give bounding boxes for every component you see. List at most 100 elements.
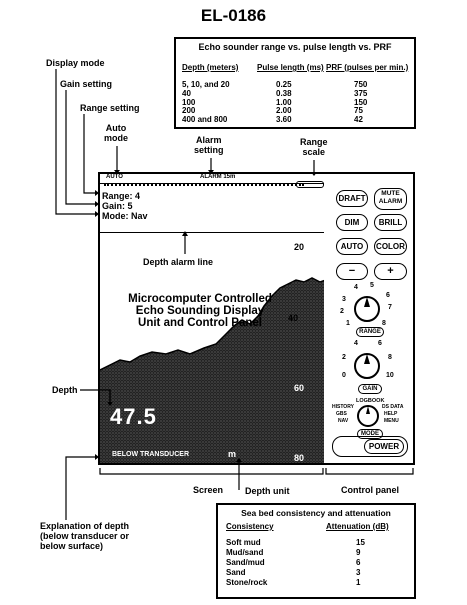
mode-history: HISTORY <box>332 404 354 410</box>
range-knob-1: 1 <box>346 320 350 327</box>
range-knob-2: 2 <box>340 308 344 315</box>
prf-cell: 200 <box>182 106 196 116</box>
dim-button[interactable]: DIM <box>336 214 368 231</box>
label-explanation: Explanation of depth (below transducer o… <box>40 521 130 551</box>
seabed-cell: 15 <box>356 538 365 547</box>
gain-knob[interactable] <box>353 352 381 380</box>
seabed-cell: 3 <box>356 568 361 577</box>
depth-readout: 47.5 <box>110 404 157 429</box>
prf-cell: 375 <box>354 88 368 98</box>
seabed-table-title: Sea bed consistency and attenuation <box>241 508 391 518</box>
plus-button[interactable]: + <box>374 263 407 280</box>
depth-unit: m <box>228 449 237 459</box>
prf-cell: 1.00 <box>276 97 292 107</box>
prf-cell: 750 <box>354 80 368 89</box>
alarm-dotted-line <box>104 184 304 189</box>
gain-label: GAIN <box>358 384 382 394</box>
prf-cell: 0.38 <box>276 88 292 98</box>
range-knob-7: 7 <box>388 304 392 311</box>
power-outline <box>332 436 408 457</box>
prf-cell: 40 <box>182 88 191 98</box>
label-depth: Depth <box>52 385 78 395</box>
label-range-setting: Range setting <box>80 103 140 113</box>
auto-button[interactable]: AUTO <box>336 238 368 255</box>
prf-table: Echo sounder range vs. pulse length vs. … <box>174 37 416 129</box>
screen-caption: Microcomputer Controlled Echo Sounding D… <box>128 293 272 329</box>
label-gain-setting: Gain setting <box>60 79 113 89</box>
gain-knob-0: 0 <box>342 372 346 379</box>
screen-auto-label: AUTO <box>106 174 123 180</box>
prf-cell: 400 and 800 <box>182 115 228 125</box>
scale-40: 40 <box>288 313 299 323</box>
page-title: EL-0186 <box>200 6 267 25</box>
scale-60: 60 <box>294 383 305 393</box>
gain-knob-10: 10 <box>386 372 394 379</box>
seabed-cell: Soft mud <box>226 538 261 547</box>
seabed-table: Sea bed consistency and attenuation Cons… <box>216 503 416 599</box>
minus-button[interactable]: − <box>336 263 368 280</box>
gain-knob-6: 6 <box>378 340 382 347</box>
label-range-scale: Range scale <box>300 137 328 157</box>
screen-alarm-label: ALARM 15m <box>200 174 236 180</box>
scale-20: 20 <box>294 242 305 252</box>
seabed-cell: Sand <box>226 568 246 577</box>
range-knob[interactable] <box>353 295 381 323</box>
echo-screen: AUTO ALARM 15m Range: 4 Gain: 5 Mode: Na… <box>98 172 328 465</box>
label-depth-alarm-line: Depth alarm line <box>143 257 214 267</box>
below-transducer: BELOW TRANSDUCER <box>112 451 189 458</box>
prf-col-depth: Depth (meters) <box>182 63 239 72</box>
range-knob-4: 4 <box>354 284 358 291</box>
prf-col-pulse: Pulse length (ms) <box>257 63 324 72</box>
mode-gbs: GBS <box>336 411 347 417</box>
power-button[interactable]: POWER <box>364 439 404 454</box>
range-label: RANGE <box>356 327 384 337</box>
label-screen: Screen <box>193 485 224 495</box>
mute-alarm-button[interactable]: MUTE ALARM <box>374 188 407 210</box>
seabed-col-attenuation: Attenuation (dB) <box>326 522 389 531</box>
mode-help: HELP <box>384 411 398 417</box>
prf-cell: 75 <box>354 106 363 116</box>
prf-col-prf: PRF (pulses per min.) <box>326 63 409 72</box>
mode-nav: NAV <box>338 418 349 424</box>
mode-knob[interactable] <box>356 404 380 428</box>
mode-menu: MENU <box>384 418 399 424</box>
seabed-cell: 9 <box>356 548 361 557</box>
prf-cell: 2.00 <box>276 106 292 116</box>
brill-button[interactable]: BRILL <box>374 214 407 231</box>
prf-cell: 5, 10, and 20 <box>182 80 230 89</box>
gain-knob-8: 8 <box>388 354 392 361</box>
seabed-cell: 6 <box>356 558 361 567</box>
mode-label: MODE <box>357 429 383 439</box>
range-knob-5: 5 <box>370 282 374 289</box>
prf-table-title: Echo sounder range vs. pulse length vs. … <box>198 42 392 52</box>
range-scale-bar <box>296 181 324 188</box>
mode-ds-data: DS DATA <box>382 404 404 410</box>
seabed-cell: Mud/sand <box>226 548 264 557</box>
seabed-cell: 1 <box>356 578 361 587</box>
range-knob-3: 3 <box>342 296 346 303</box>
gain-knob-4: 4 <box>354 340 358 347</box>
range-knob-6: 6 <box>386 292 390 299</box>
seabed-col-consistency: Consistency <box>226 522 274 531</box>
prf-cell: 100 <box>182 97 196 107</box>
control-panel: DRAFT MUTE ALARM DIM BRILL AUTO COLOR − … <box>324 172 415 465</box>
range-knob-8: 8 <box>382 320 386 327</box>
prf-cell: 3.60 <box>276 115 292 125</box>
label-display-mode: Display mode <box>46 58 105 68</box>
label-alarm-setting: Alarm setting <box>194 135 224 155</box>
color-button[interactable]: COLOR <box>374 238 407 255</box>
label-auto-mode: Auto mode <box>104 123 129 143</box>
scale-80: 80 <box>294 453 305 463</box>
screen-range: Range: 4 <box>102 191 141 201</box>
label-control-panel: Control panel <box>341 485 399 495</box>
seabed-cell: Stone/rock <box>226 578 268 587</box>
gain-knob-2: 2 <box>342 354 346 361</box>
seabed-cell: Sand/mud <box>226 558 265 567</box>
draft-button[interactable]: DRAFT <box>336 190 368 207</box>
depth-alarm-line <box>100 232 326 233</box>
prf-cell: 0.25 <box>276 80 292 89</box>
screen-mode: Mode: Nav <box>102 211 148 221</box>
label-depth-unit: Depth unit <box>245 486 290 496</box>
seabed-echo <box>100 277 326 463</box>
prf-cell: 150 <box>354 97 368 107</box>
